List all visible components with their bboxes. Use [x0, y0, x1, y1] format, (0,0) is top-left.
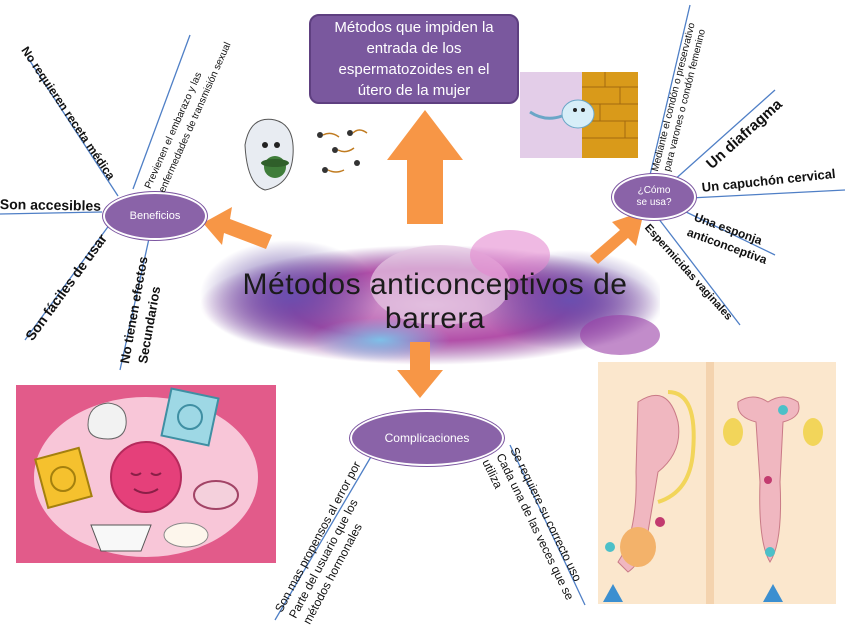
how-to-use-node: ¿Cómo se usa? [612, 174, 696, 220]
arrow-right [590, 211, 644, 264]
contraceptives-image [16, 385, 276, 563]
central-title-line2: barrera [384, 302, 486, 335]
ink-splash [200, 230, 660, 365]
arrow-left [203, 207, 272, 249]
sperm-cartoon-image [225, 105, 375, 205]
central-title-line1: Métodos anticonceptivos de [242, 268, 628, 301]
how-to-use-label-line1: ¿Cómo [637, 185, 671, 196]
anatomy-image [598, 362, 836, 604]
sperm-wall-image [520, 72, 638, 158]
arrow-down [397, 342, 443, 398]
central-title: Métodos anticonceptivos de barrera [215, 268, 655, 336]
arrow-up [387, 110, 463, 224]
complications-node: Complicaciones [350, 410, 504, 466]
definition-box: Métodos que impiden la entrada de los es… [309, 14, 519, 104]
how-to-use-label-line2: se usa? [636, 197, 672, 208]
definition-line3: espermatozoides en el [338, 61, 490, 78]
definition-line4: útero de la mujer [357, 82, 471, 99]
benefits-label: Beneficios [129, 210, 181, 222]
definition-line1: Métodos que impiden la [334, 19, 494, 36]
complications-label: Complicaciones [384, 431, 470, 445]
definition-line2: entrada de los [366, 40, 462, 57]
benefits-node: Beneficios [103, 192, 207, 240]
benefit-accessible: Son accesibles [0, 196, 102, 214]
